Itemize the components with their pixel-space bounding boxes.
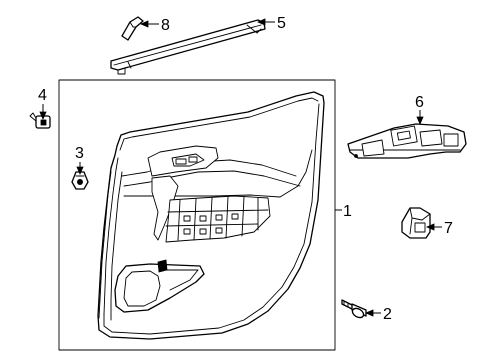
callout-number-6: 6 — [415, 94, 424, 111]
callout-leaders — [39, 18, 442, 317]
callout-number-7: 7 — [444, 220, 453, 237]
callout-number-8: 8 — [161, 17, 170, 34]
part-8-clip — [121, 16, 144, 41]
part-2-bolt — [341, 299, 367, 319]
part-5-belt-molding — [110, 19, 266, 75]
part-3-screw — [71, 171, 89, 190]
callout-number-3: 3 — [75, 145, 84, 162]
callout-number-1: 1 — [343, 203, 352, 220]
callout-number-5: 5 — [277, 15, 286, 32]
part-4-clip — [29, 112, 51, 129]
callout-number-4: 4 — [38, 87, 47, 104]
frame-box — [58, 79, 336, 351]
part-6-switch-bezel — [347, 123, 467, 159]
part-1-door-trim-board — [58, 79, 336, 351]
callout-number-2: 2 — [383, 306, 392, 323]
part-7-window-switch — [401, 207, 431, 239]
